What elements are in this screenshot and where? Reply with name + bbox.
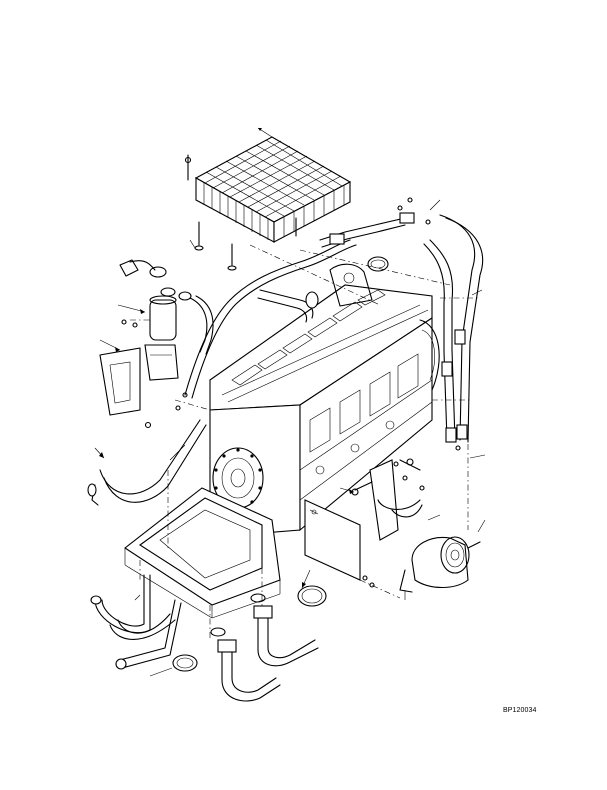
assembly-centerlines bbox=[130, 244, 480, 640]
cab-floor-box bbox=[124, 487, 281, 619]
fasteners bbox=[121, 197, 461, 588]
core-grid bbox=[204, 139, 343, 218]
engine-block bbox=[209, 263, 440, 536]
heater-hoses bbox=[90, 574, 182, 670]
mounting-plate bbox=[304, 499, 361, 581]
elbow-tubes bbox=[217, 605, 319, 702]
block-side-detail bbox=[299, 353, 433, 501]
callout-leaders bbox=[94, 199, 486, 677]
core-fins bbox=[203, 183, 345, 240]
mounting-bracket bbox=[351, 458, 423, 541]
head-detail bbox=[221, 289, 429, 403]
condenser-radiator bbox=[184, 127, 352, 271]
o-rings bbox=[210, 593, 266, 637]
left-hose bbox=[87, 419, 207, 506]
core-mount-bolts bbox=[184, 154, 297, 271]
compressor bbox=[399, 536, 481, 593]
refrigerant-lines bbox=[184, 212, 484, 443]
receiver-drier bbox=[99, 259, 214, 416]
hose-clamps bbox=[172, 585, 327, 672]
figure-id-label: BP120034 bbox=[503, 707, 537, 714]
